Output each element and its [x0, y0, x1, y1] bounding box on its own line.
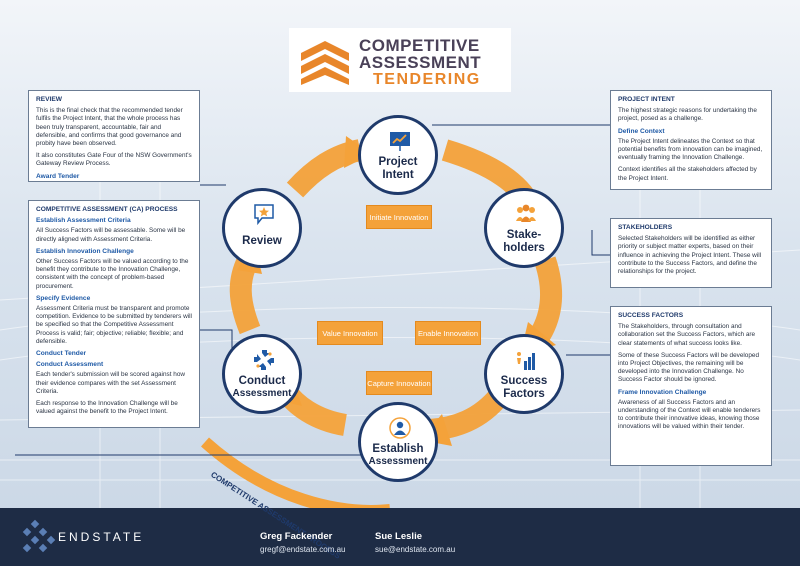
review-label: Review [242, 235, 282, 247]
rising-bars-icon [517, 352, 535, 370]
project-intent-panel-text-1: The highest strategic reasons for undert… [618, 107, 757, 123]
initiate-innovation-box: Initiate Innovation [366, 205, 432, 229]
contact-1-email[interactable]: gregf@endstate.com.au [260, 545, 346, 554]
ca-panel-title: COMPETITIVE ASSESSMENT (CA) PROCESS [36, 206, 178, 213]
people-group-icon [516, 204, 536, 222]
ca-panel-text-2: Other Success Factors will be valued acc… [36, 258, 189, 290]
stakeholders-panel-text: Selected Stakeholders will be identified… [618, 235, 762, 276]
capture-innovation-box: Capture Innovation [366, 371, 432, 395]
stakeholders-label-1: Stake- [506, 229, 542, 241]
ca-panel-text-4: Each tender's submission will be scored … [36, 371, 185, 395]
success-factors-label-1: Success [500, 375, 548, 387]
ca-panel-text-5: Each response to the Innovation Challeng… [36, 400, 178, 416]
ca-panel-text-3: Assessment Criteria must be transparent … [36, 305, 192, 345]
review-panel-text-2: It also constitutes Gate Four of the NSW… [36, 152, 192, 168]
logo-text-tendering: TENDERING [373, 71, 481, 88]
star-speech-icon [254, 204, 274, 225]
project-intent-panel: PROJECT INTENT The highest strategic rea… [610, 90, 772, 190]
footer-band [0, 508, 800, 566]
enable-innovation-box: Enable Innovation [415, 321, 481, 345]
project-intent-panel-text-2: The Project Intent delineates the Contex… [618, 137, 763, 162]
project-intent-panel-text-3: Context identifies all the stakeholders … [618, 166, 757, 182]
contact-1-name: Greg Fackender [260, 531, 333, 542]
value-innovation-box: Value Innovation [317, 321, 383, 345]
success-factors-panel-text-2: Some of these Success Factors will be de… [618, 351, 760, 384]
conduct-assessment-label-2: Assessment [232, 388, 292, 399]
success-factors-label-2: Factors [503, 388, 545, 400]
logo-text-competitive: COMPETITIVE [359, 36, 480, 55]
project-intent-label-1: Project [378, 156, 418, 168]
ca-panel-heading-3: Specify Evidence [36, 294, 91, 302]
ca-panel-heading-4: Conduct Tender [36, 350, 87, 358]
success-factors-panel-title: SUCCESS FACTORS [618, 312, 684, 319]
node-establish-assessment: Establish Assessment [358, 402, 438, 482]
project-intent-label-2: Intent [382, 169, 414, 181]
ca-panel-heading-2: Establish Innovation Challenge [36, 247, 134, 255]
establish-assessment-label-2: Assessment [368, 456, 428, 467]
node-success-factors: Success Factors [484, 334, 564, 414]
chart-presentation-icon [390, 132, 410, 151]
project-intent-panel-title: PROJECT INTENT [618, 96, 675, 103]
node-project-intent: Project Intent [358, 115, 438, 195]
review-panel-award-heading: Award Tender [36, 172, 80, 180]
logo-text-assessment: ASSESSMENT [359, 53, 482, 72]
contact-2-email[interactable]: sue@endstate.com.au [375, 545, 456, 554]
person-target-icon [389, 417, 411, 439]
establish-assessment-label-1: Establish [372, 443, 424, 455]
success-factors-panel-text-3: Awareness of all Success Factors and an … [618, 398, 761, 431]
node-stakeholders: Stake- holders [484, 188, 564, 268]
stakeholders-panel: STAKEHOLDERS Selected Stakeholders will … [610, 218, 772, 288]
chevron-logo-icon [301, 41, 349, 85]
ca-process-panel: COMPETITIVE ASSESSMENT (CA) PROCESS Esta… [28, 200, 200, 428]
review-panel: REVIEW This is the final check that the … [28, 90, 200, 182]
success-factors-panel-text-1: The Stakeholders, through consultation a… [618, 323, 756, 347]
project-intent-panel-heading: Define Context [618, 127, 665, 135]
ca-panel-heading-1: Establish Assessment Criteria [36, 217, 131, 225]
ca-panel-heading-5: Conduct Assessment [36, 361, 104, 369]
success-factors-panel: SUCCESS FACTORS The Stakeholders, throug… [610, 306, 772, 466]
review-panel-text-1: This is the final check that the recomme… [36, 107, 183, 148]
conduct-assessment-label-1: Conduct [238, 375, 286, 387]
node-review: Review [222, 188, 302, 268]
ca-panel-text-1: All Success Factors will be assessable. … [36, 227, 186, 243]
logo: COMPETITIVE ASSESSMENT TENDERING [289, 28, 511, 92]
endstate-logo-icon [22, 519, 56, 553]
success-factors-panel-heading: Frame Innovation Challenge [618, 388, 707, 396]
stakeholders-panel-title: STAKEHOLDERS [618, 224, 673, 231]
node-conduct-assessment: Conduct Assessment [222, 334, 302, 414]
stakeholders-label-2: holders [503, 242, 545, 254]
contact-2-name: Sue Leslie [375, 531, 422, 542]
cycle-arrows-icon [254, 350, 274, 370]
review-panel-title: REVIEW [36, 96, 63, 103]
brand-name: ENDSTATE [58, 530, 145, 544]
